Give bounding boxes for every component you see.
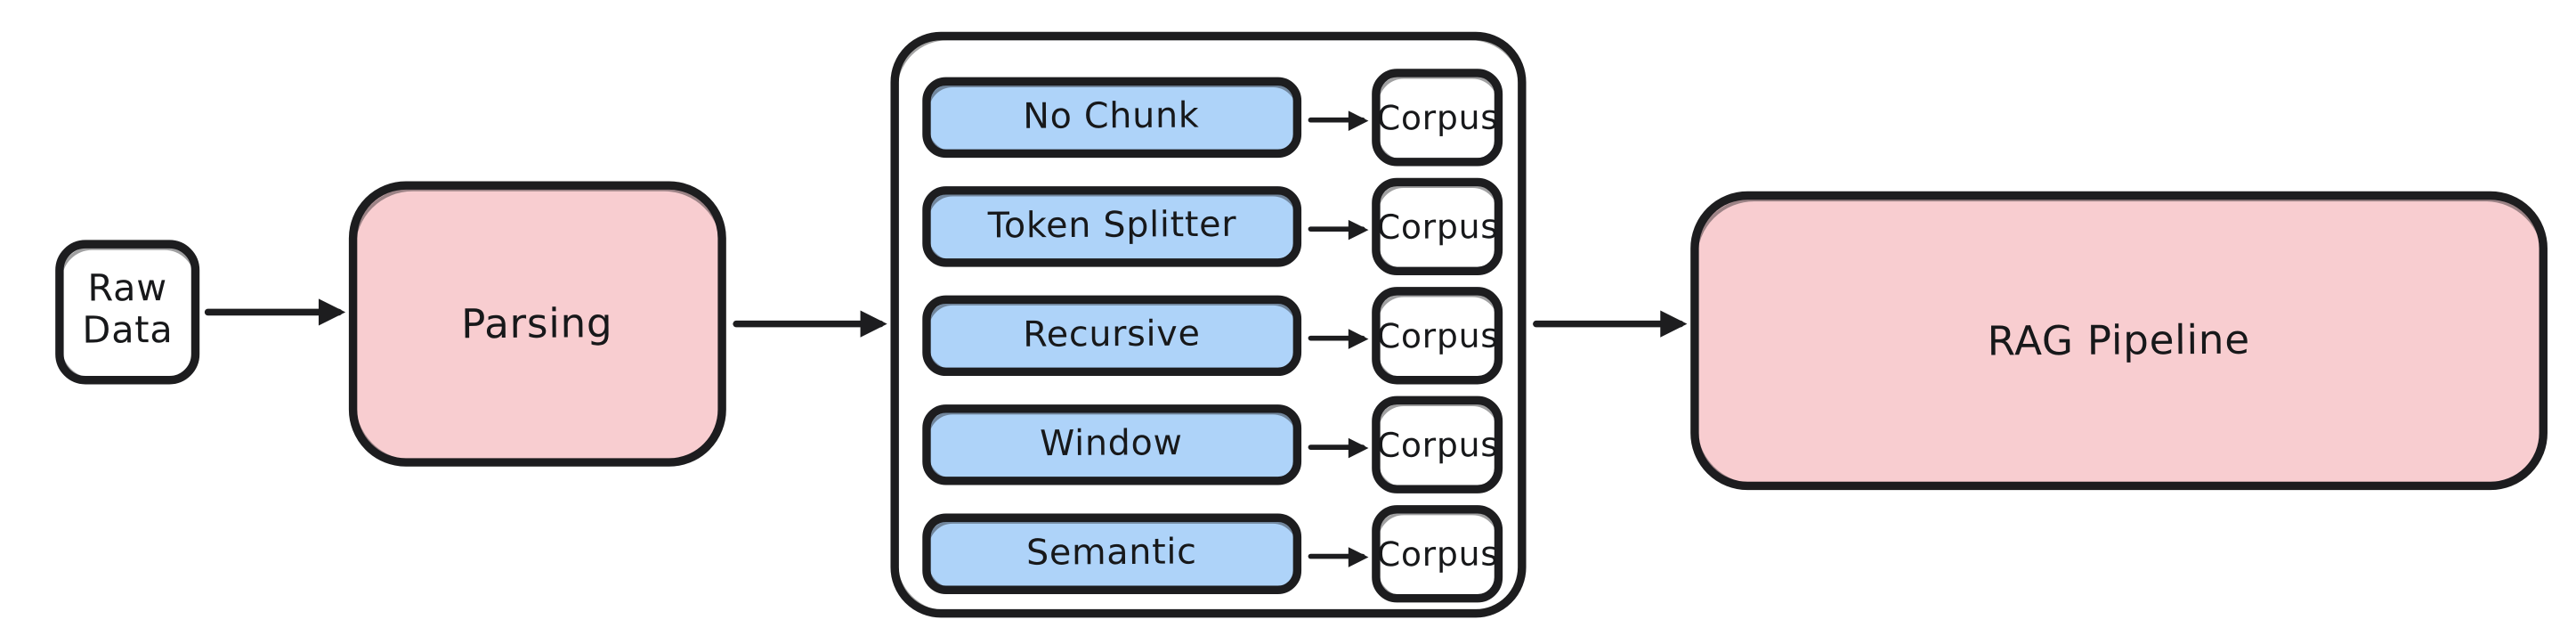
arrow-parsing-to-chunking-group (733, 310, 887, 338)
corpus-label: Corpus (1376, 533, 1499, 575)
arrowhead-icon (1348, 328, 1369, 348)
chunk-method-box[interactable]: Window (922, 404, 1302, 485)
node-parsing[interactable]: Parsing (348, 181, 726, 467)
chunk-method-box[interactable]: Semantic (922, 513, 1302, 594)
chunk-method-label: Semantic (1026, 532, 1198, 574)
chunk-method-box[interactable]: Token Splitter (922, 186, 1302, 267)
corpus-box[interactable]: Corpus (1372, 177, 1503, 275)
corpus-box[interactable]: Corpus (1372, 69, 1503, 167)
arrowhead-icon (1660, 310, 1688, 338)
chunk-method-box[interactable]: No Chunk (922, 77, 1302, 159)
arrowhead-icon (1348, 110, 1369, 131)
arrow-chunk-method-to-corpus (1308, 218, 1369, 240)
corpus-box[interactable]: Corpus (1372, 287, 1503, 385)
corpus-label: Corpus (1376, 205, 1499, 247)
arrow-chunk-method-to-corpus (1308, 436, 1369, 458)
corpus-box[interactable]: Corpus (1372, 505, 1503, 603)
chunk-method-label: No Chunk (1023, 95, 1201, 137)
arrowhead-icon (1348, 436, 1369, 458)
node-parsing-label: Parsing (461, 298, 614, 347)
corpus-box[interactable]: Corpus (1372, 395, 1503, 493)
corpus-label: Corpus (1376, 96, 1499, 138)
chunk-method-label: Token Splitter (987, 204, 1237, 247)
corpus-label: Corpus (1376, 423, 1499, 465)
corpus-label: Corpus (1376, 314, 1499, 356)
chunk-method-label: Window (1040, 422, 1184, 464)
arrowhead-icon (1348, 546, 1369, 567)
node-rag-pipeline-label: RAG Pipeline (1987, 315, 2251, 364)
arrow-chunk-method-to-corpus (1308, 110, 1369, 131)
node-rag-pipeline[interactable]: RAG Pipeline (1690, 191, 2548, 491)
chunk-method-label: Recursive (1023, 314, 1201, 355)
arrow-raw-data-to-parsing (204, 298, 346, 326)
chunk-method-box[interactable]: Recursive (922, 295, 1302, 377)
arrow-chunking-group-to-rag-pipeline (1533, 310, 1688, 338)
arrowhead-icon (1348, 218, 1369, 240)
arrow-chunk-method-to-corpus (1308, 546, 1369, 567)
arrow-chunk-method-to-corpus (1308, 328, 1369, 348)
arrowhead-icon (318, 298, 346, 326)
arrowhead-icon (860, 310, 887, 338)
